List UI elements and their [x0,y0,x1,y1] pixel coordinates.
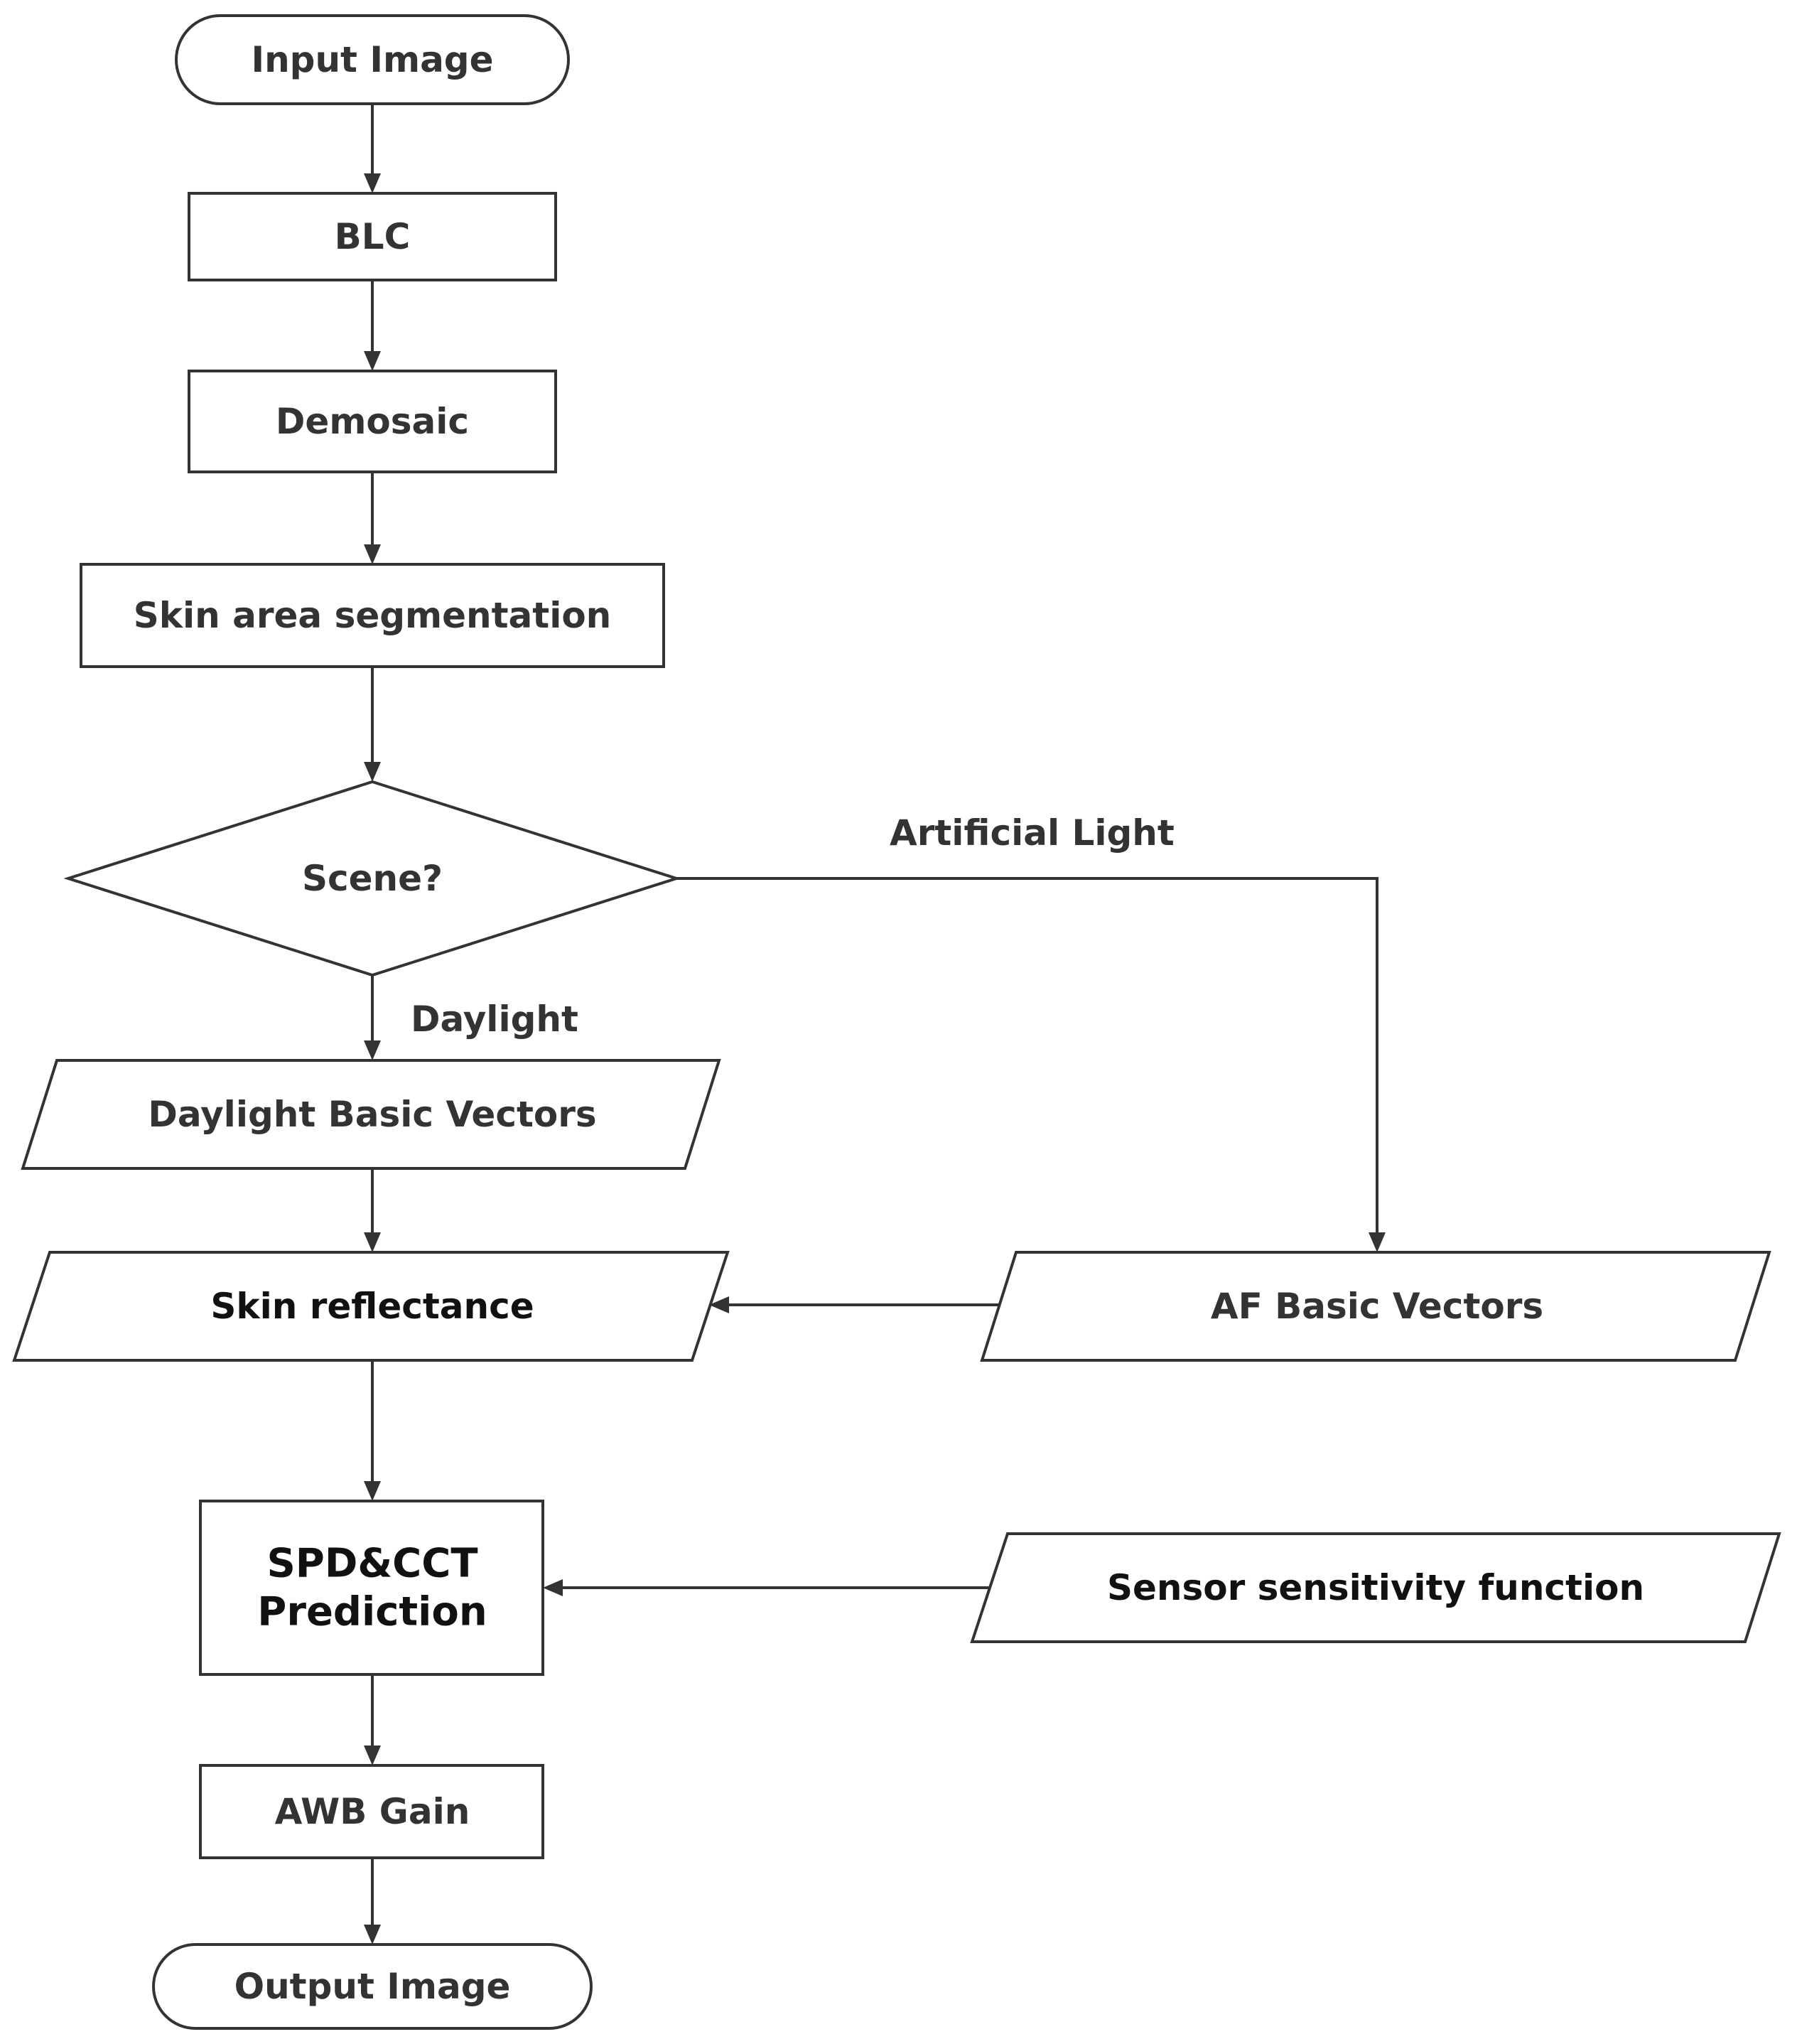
blc-shape [188,192,557,281]
af-vectors-shape [980,1251,1771,1362]
sensor-sensitivity-shape [970,1532,1781,1643]
arrowhead-segmentation [364,544,381,564]
arrowhead-output [364,1925,381,1945]
awb-gain-node: AWB Gain [199,1764,544,1859]
nodes: Input Image BLC Demosaic Skin area segme… [12,14,1781,2030]
spd-cct-label-line2: Prediction [257,1589,487,1635]
sensor-sensitivity-node: Sensor sensitivity function [970,1532,1781,1643]
skin-segmentation-shape [80,563,665,668]
edge-labels: Artificial Light Daylight [411,812,1175,1040]
blc-label: BLC [335,216,411,257]
arrowhead-reflectance-from-af [709,1296,729,1313]
daylight-vectors-shape [21,1059,721,1170]
spd-cct-label-line1: SPD&CCT [266,1541,477,1587]
edge-scene-to-af [676,877,1378,1232]
arrowhead-af-vectors [1369,1232,1386,1252]
arrowhead-reflectance [364,1232,381,1252]
scene-decision-label: Scene? [302,858,443,899]
scene-decision-shape [63,780,681,977]
skin-reflectance-label: Skin reflectance [210,1286,534,1327]
artificial-light-label: Artificial Light [890,812,1175,854]
arrowhead-prediction-from-sensor [543,1579,563,1596]
output-image-shape [152,1943,593,2030]
output-image-label: Output Image [234,1966,511,2007]
skin-segmentation-label: Skin area segmentation [134,595,612,636]
skin-segmentation-node: Skin area segmentation [80,563,665,668]
demosaic-node: Demosaic [188,370,557,473]
daylight-label: Daylight [411,999,578,1040]
demosaic-label: Demosaic [276,401,469,442]
scene-decision-node: Scene? [63,780,681,977]
skin-reflectance-node: Skin reflectance [12,1251,730,1362]
daylight-vectors-node: Daylight Basic Vectors [21,1059,721,1170]
arrowhead-demosaic [364,351,381,371]
spd-cct-prediction-node: SPD&CCT Prediction [199,1500,544,1676]
daylight-vectors-label: Daylight Basic Vectors [148,1094,596,1135]
af-vectors-node: AF Basic Vectors [980,1251,1771,1362]
skin-reflectance-shape [12,1251,730,1362]
arrowhead-prediction [364,1481,381,1501]
demosaic-shape [188,370,557,473]
af-vectors-label: AF Basic Vectors [1211,1286,1543,1327]
input-image-label: Input Image [251,39,493,80]
input-image-node: Input Image [175,14,570,105]
sensor-sensitivity-label: Sensor sensitivity function [1107,1567,1644,1608]
spd-cct-prediction-shape [199,1500,544,1676]
awb-gain-shape [199,1764,544,1859]
arrowhead-scene [364,762,381,782]
arrowhead-daylight-vectors [364,1040,381,1060]
arrowhead-awb [364,1746,381,1765]
blc-node: BLC [188,192,557,281]
edges [364,104,1386,1945]
awb-gain-label: AWB Gain [275,1791,470,1832]
output-image-node: Output Image [152,1943,593,2030]
arrowhead-blc [364,173,381,193]
input-image-shape [175,14,570,105]
